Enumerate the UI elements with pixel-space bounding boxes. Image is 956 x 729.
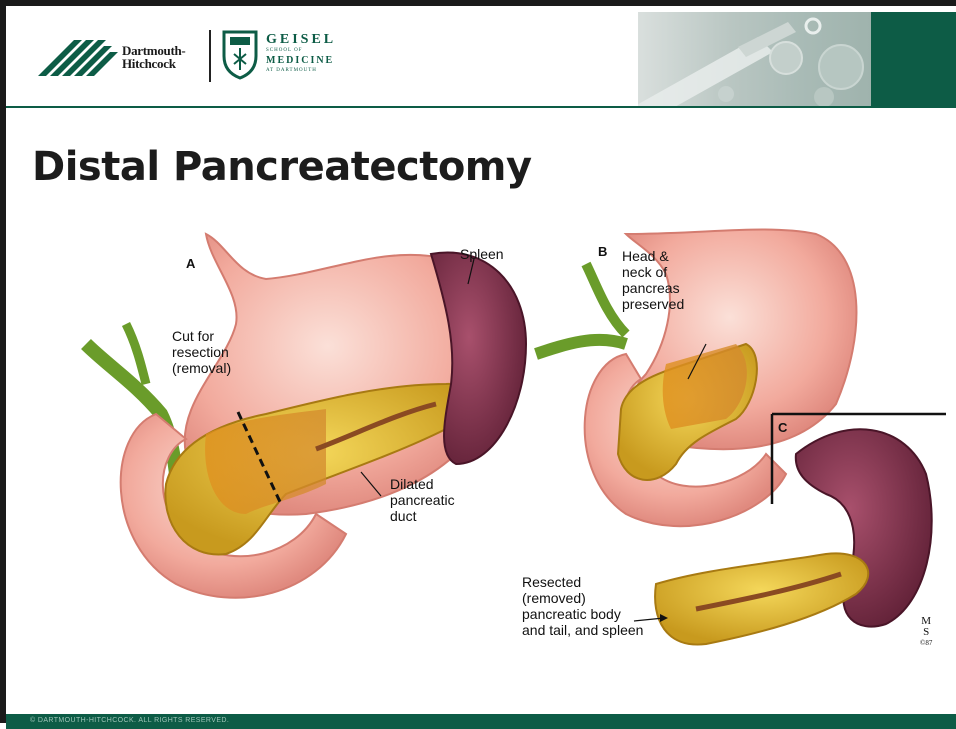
geisel-logo-school: SCHOOL OF <box>266 48 302 53</box>
label-head-neck-preserved: Head & neck of pancreas preserved <box>622 248 684 312</box>
slide-title: Distal Pancreatectomy <box>32 144 532 190</box>
geisel-logo-name: GEISEL <box>266 32 336 48</box>
logo-separator <box>209 30 211 82</box>
geisel-logo: GEISEL SCHOOL OF MEDICINE AT DARTMOUTH <box>220 28 355 84</box>
header-lab-photo <box>638 12 871 107</box>
header-divider <box>6 106 956 108</box>
slide-footer: © DARTMOUTH-HITCHCOCK. ALL RIGHTS RESERV… <box>6 714 956 729</box>
illustrator-signature: M S ©87 <box>920 616 932 649</box>
slide-header: Dartmouth- Hitchcock GEISEL SCHOOL OF ME… <box>6 6 956 107</box>
anatomy-drawing <box>66 214 946 694</box>
dh-logo-line2: Hitchcock <box>122 57 185 70</box>
panel-label-b: B <box>598 244 607 259</box>
dartmouth-hitchcock-logo: Dartmouth- Hitchcock <box>34 30 194 82</box>
geisel-logo-medicine: MEDICINE <box>266 55 334 66</box>
label-resected: Resected (removed) pancreatic body and t… <box>522 574 643 638</box>
geisel-logo-at: AT DARTMOUTH <box>266 68 317 73</box>
panel-a-drawing <box>86 234 526 598</box>
label-spleen: Spleen <box>460 246 504 262</box>
label-dilated-duct: Dilated pancreatic duct <box>390 476 455 524</box>
header-green-block <box>871 12 956 107</box>
pancreatectomy-illustration: A B C Spleen Cut for resection (removal)… <box>66 214 946 694</box>
panel-label-a: A <box>186 256 195 271</box>
dh-stripes-icon <box>34 30 122 82</box>
geisel-shield-icon <box>220 28 260 80</box>
dh-logo-text: Dartmouth- Hitchcock <box>122 44 185 70</box>
label-cut-for-resection: Cut for resection (removal) <box>172 328 231 376</box>
panel-label-c: C <box>778 420 787 435</box>
